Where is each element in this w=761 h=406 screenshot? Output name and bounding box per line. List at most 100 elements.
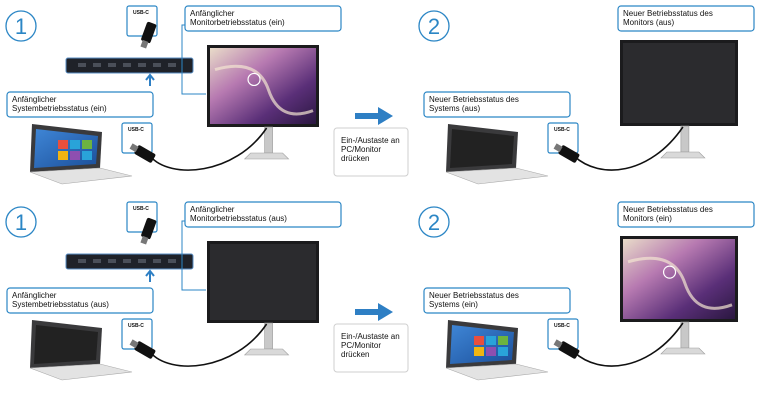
usb-c-plug-body [134, 145, 156, 163]
new-monitor-label-text-0: Neuer Betriebsstatus des [623, 205, 713, 214]
action-text-1: PC/Monitor [341, 341, 381, 350]
new-monitor-label-text-0: Neuer Betriebsstatus des [623, 9, 713, 18]
action-text-1: PC/Monitor [341, 145, 381, 154]
monitor-stand-neck [680, 321, 690, 349]
laptop-keyboard-deck [29, 167, 133, 185]
initial-monitor-label-text-0: Anfänglicher [190, 205, 235, 214]
start-tile-icon [82, 151, 92, 160]
usb-c-plug-body [141, 217, 157, 240]
action-text-2: drücken [341, 154, 369, 163]
start-tile-icon [58, 140, 68, 149]
new-system-label-box [423, 91, 571, 118]
new-monitor-label-box [617, 201, 755, 228]
monitor-stand-neck [264, 322, 273, 350]
final-laptop-usb-c-tag-label: USB-C [554, 323, 570, 329]
wallpaper-swirl [214, 64, 314, 116]
initial-monitor-label-box [184, 201, 342, 228]
monitor-stand-neck [680, 125, 690, 153]
new-system-label-text-0: Neuer Betriebsstatus des [429, 291, 519, 300]
dock-port [138, 259, 146, 263]
new-system-label-text-1: Systems (ein) [429, 300, 478, 309]
final-laptop-usb-c-plug [553, 143, 580, 163]
monitor-screen-on [210, 48, 316, 124]
docking-station [65, 57, 194, 86]
initial-system-label-text-1: Systembetriebsstatus (ein) [12, 104, 107, 113]
initial-monitor-label-box [184, 5, 342, 32]
usb-c-connector [129, 339, 139, 349]
step-1-number: 1 [15, 14, 27, 39]
step-1-circle [5, 206, 37, 238]
dock-port [78, 259, 86, 263]
right-arrow-icon [355, 303, 393, 321]
monitor-stand-base [660, 347, 706, 355]
monitor-stand-base [243, 348, 290, 356]
wallpaper-swirl [627, 256, 733, 310]
dock-usb-c-plug [140, 217, 157, 245]
step-1-circle [5, 10, 37, 42]
dock-port [93, 259, 101, 263]
dock-port [123, 259, 131, 263]
new-monitor-label-text-1: Monitors (aus) [623, 18, 674, 27]
step-2-number: 2 [428, 210, 440, 235]
final-monitor [620, 40, 738, 159]
final-laptop [445, 320, 549, 381]
start-tile-icon [498, 347, 508, 356]
initial-system-label-text-1: Systembetriebsstatus (aus) [12, 300, 109, 309]
up-arrow-icon [145, 73, 155, 86]
usb-c-plug-body [141, 21, 157, 44]
start-tile-icon [498, 336, 508, 345]
monitor-stand-neck [264, 126, 273, 154]
start-tile-icon [474, 336, 484, 345]
connector-line [181, 220, 206, 291]
monitor-screen-on [623, 239, 735, 319]
usb-c-connector [140, 235, 149, 245]
action-text-2: drücken [341, 350, 369, 359]
initial-monitor-label-text-0: Anfänglicher [190, 9, 235, 18]
dock-port [93, 63, 101, 67]
start-tile-icon [486, 336, 496, 345]
laptop-keyboard-deck [445, 167, 549, 185]
dock-port [168, 63, 176, 67]
dock-usb-c-tag-label: USB-C [133, 206, 149, 212]
docking-station [65, 253, 194, 282]
new-monitor-label-box [617, 5, 755, 32]
final-usb-c-cable [573, 126, 684, 171]
step-2-number: 2 [428, 14, 440, 39]
dock-port [123, 63, 131, 67]
initial-system-label-text-0: Anfänglicher [12, 291, 57, 300]
initial-monitor-label-text-1: Monitorbetriebsstatus (aus) [190, 214, 287, 223]
dock-port [138, 63, 146, 67]
start-tile-icon [474, 347, 484, 356]
usb-c-plug-body [558, 145, 580, 163]
final-laptop-usb-c-tag-label: USB-C [554, 127, 570, 133]
initial-system-label-box [6, 287, 154, 314]
initial-monitor [207, 241, 319, 356]
usb-c-connector [553, 339, 563, 349]
up-arrow-icon [145, 269, 155, 282]
usb-c-plug-body [134, 341, 156, 359]
laptop-usb-c-tag-label: USB-C [128, 323, 144, 329]
initial-monitor [207, 45, 319, 160]
final-laptop [445, 124, 549, 185]
monitor-screen-off [210, 244, 316, 320]
usb-c-connector [140, 39, 149, 49]
final-monitor [620, 236, 738, 355]
usb-c-connector [129, 143, 139, 153]
dock-port [153, 259, 161, 263]
action-label-box [333, 127, 409, 177]
dock-port [168, 259, 176, 263]
start-tile-icon [82, 140, 92, 149]
dock-usb-c-tag-label: USB-C [133, 10, 149, 16]
initial-laptop [29, 320, 133, 381]
dock-port [78, 63, 86, 67]
step-2-circle [418, 206, 450, 238]
dock-port [153, 63, 161, 67]
initial-system-label-box [6, 91, 154, 118]
laptop-keyboard-deck [29, 363, 133, 381]
initial-system-label-text-0: Anfänglicher [12, 95, 57, 104]
dell-logo-icon [662, 265, 677, 279]
dock-usb-c-plug [140, 21, 157, 49]
